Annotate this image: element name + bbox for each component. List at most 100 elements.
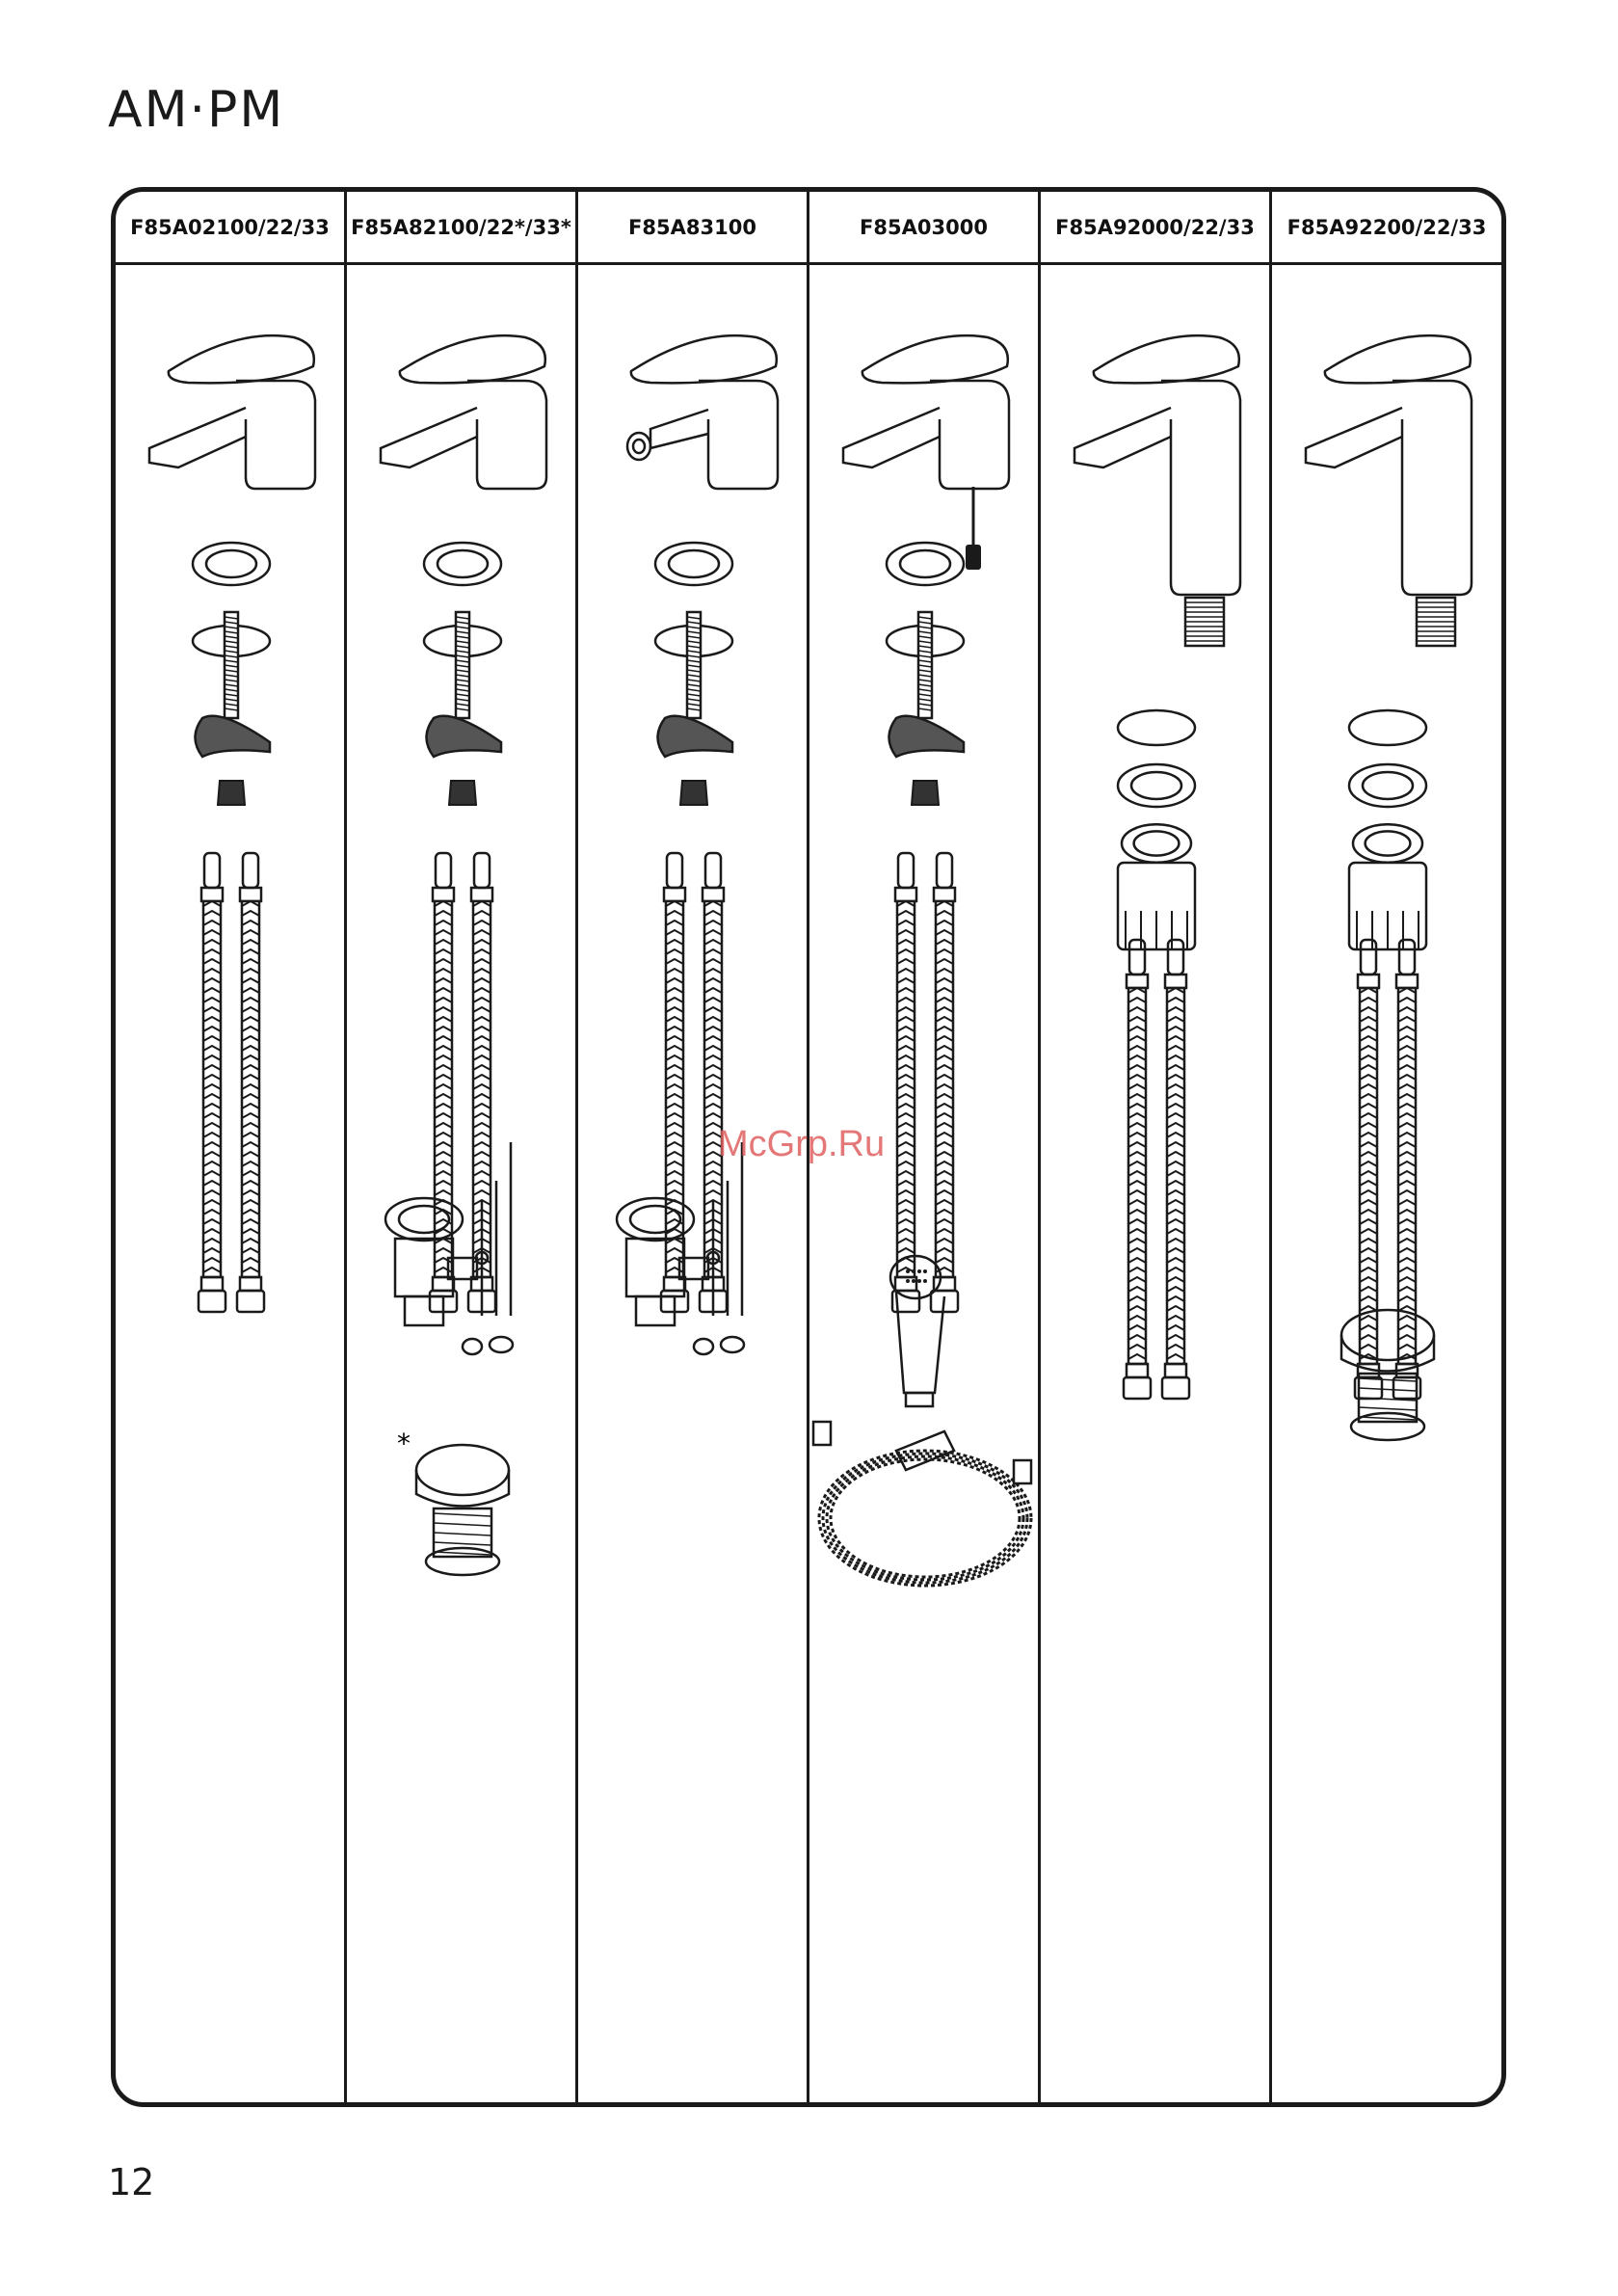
part-line bbox=[474, 853, 490, 888]
part-line bbox=[218, 781, 245, 805]
part-line bbox=[887, 543, 964, 585]
part-line bbox=[1353, 824, 1422, 863]
part-line bbox=[1127, 1364, 1148, 1377]
part-line bbox=[1128, 988, 1146, 1364]
part-line bbox=[1341, 1310, 1434, 1360]
part-line bbox=[400, 335, 545, 383]
part-line bbox=[1074, 408, 1171, 467]
part-line bbox=[426, 1548, 499, 1575]
note-asterisk: * bbox=[397, 1428, 411, 1459]
column-header: F85A82100/22*/33* bbox=[347, 192, 575, 265]
part-line bbox=[206, 550, 256, 577]
part-line bbox=[237, 1291, 264, 1312]
part-line bbox=[664, 888, 685, 901]
part-line bbox=[912, 1269, 915, 1273]
part-line bbox=[1393, 381, 1472, 595]
part-line bbox=[843, 408, 940, 467]
column-header: F85A83100 bbox=[578, 192, 807, 265]
part-line bbox=[381, 408, 477, 467]
part-line bbox=[917, 1279, 921, 1283]
parts-illustration-3 bbox=[809, 265, 1041, 2107]
part-line bbox=[930, 381, 1009, 489]
column-f85a82100: F85A82100/22*/33* * bbox=[347, 192, 578, 2102]
part-line bbox=[631, 335, 777, 383]
part-line bbox=[1361, 940, 1376, 974]
part-line bbox=[900, 550, 950, 577]
part-line bbox=[699, 381, 778, 489]
part-line bbox=[705, 853, 721, 888]
column-f85a02100: F85A02100/22/33 bbox=[116, 192, 347, 2102]
part-line bbox=[243, 853, 258, 888]
part-line bbox=[669, 550, 719, 577]
part-line bbox=[667, 853, 682, 888]
part-line bbox=[889, 716, 965, 757]
part-line bbox=[1349, 710, 1426, 745]
part-line bbox=[1399, 940, 1415, 974]
watermark: McGrp.Ru bbox=[718, 1124, 885, 1165]
parts-illustration-5 bbox=[1272, 265, 1501, 2107]
part-line bbox=[490, 1337, 513, 1352]
part-line bbox=[912, 1279, 915, 1283]
part-line bbox=[199, 1291, 225, 1312]
part-line bbox=[898, 853, 914, 888]
part-line bbox=[471, 888, 492, 901]
part-line bbox=[1124, 1377, 1151, 1399]
part-line bbox=[434, 1542, 491, 1545]
part-line bbox=[1129, 940, 1145, 974]
part-line bbox=[655, 543, 732, 585]
part-line bbox=[427, 716, 502, 757]
part-line bbox=[1359, 1417, 1417, 1420]
part-line bbox=[149, 408, 246, 467]
part-line bbox=[1366, 831, 1411, 855]
part-line bbox=[1168, 940, 1183, 974]
part-line bbox=[1351, 1413, 1424, 1440]
part-line bbox=[436, 853, 451, 888]
part-line bbox=[1359, 1378, 1417, 1381]
part-line bbox=[703, 888, 724, 901]
part-line bbox=[1358, 974, 1379, 988]
part-line bbox=[831, 1459, 1020, 1577]
part-line bbox=[1118, 710, 1195, 745]
part-line bbox=[650, 410, 708, 448]
part-line bbox=[201, 888, 223, 901]
part-line bbox=[627, 433, 650, 460]
parts-illustration-2 bbox=[578, 265, 809, 2107]
page-number: 12 bbox=[108, 2161, 154, 2203]
part-line bbox=[434, 1533, 491, 1535]
part-line bbox=[813, 1422, 831, 1445]
part-line bbox=[895, 888, 916, 901]
part-line bbox=[1363, 772, 1413, 799]
part-line bbox=[242, 901, 259, 1277]
part-line bbox=[434, 1523, 491, 1526]
column-header: F85A92000/22/33 bbox=[1041, 192, 1269, 265]
part-line bbox=[923, 1269, 927, 1273]
brand-logo: AM·PM bbox=[108, 81, 284, 139]
part-line bbox=[1398, 988, 1416, 1364]
part-line bbox=[203, 901, 221, 1277]
part-line bbox=[897, 901, 915, 1277]
column-f85a92200: F85A92200/22/33 bbox=[1272, 192, 1501, 2102]
part-line bbox=[204, 853, 220, 888]
part-line bbox=[196, 716, 271, 757]
part-line bbox=[633, 440, 645, 453]
part-line bbox=[416, 1445, 509, 1495]
part-line bbox=[819, 1451, 1031, 1586]
column-f85a92000: F85A92000/22/33 bbox=[1041, 192, 1272, 2102]
part-line bbox=[1118, 764, 1195, 807]
parts-illustration-1: * bbox=[347, 265, 578, 2107]
part-line bbox=[1325, 335, 1471, 383]
part-line bbox=[966, 545, 981, 570]
part-line bbox=[936, 901, 953, 1277]
part-line bbox=[721, 1337, 744, 1352]
part-line bbox=[862, 335, 1008, 383]
part-line bbox=[1396, 974, 1418, 988]
part-line bbox=[827, 1456, 1023, 1580]
part-line bbox=[1162, 1377, 1189, 1399]
part-line bbox=[937, 853, 952, 888]
part-line bbox=[1131, 772, 1181, 799]
part-line bbox=[434, 1552, 491, 1555]
part-line bbox=[1359, 1388, 1417, 1391]
part-line bbox=[449, 781, 476, 805]
part-line bbox=[193, 543, 270, 585]
part-line bbox=[236, 381, 315, 489]
